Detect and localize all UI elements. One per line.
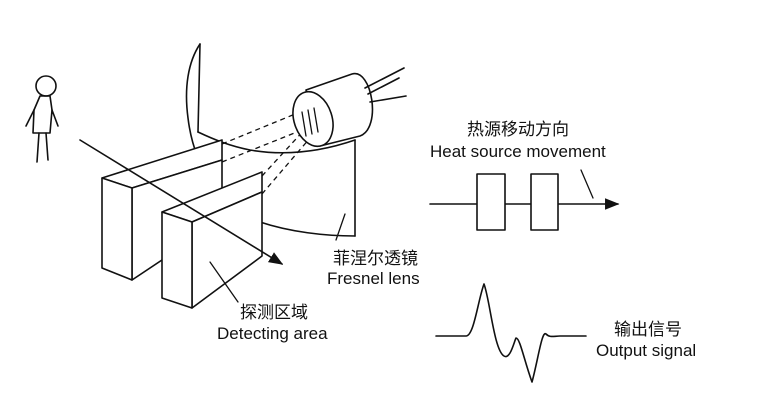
sensor-elements: [301, 107, 319, 137]
detecting-label-cn: 探测区域: [240, 303, 308, 323]
detecting-label-en: Detecting area: [217, 324, 328, 343]
sensor-lead-2: [367, 77, 400, 95]
heat-source-leader-line: [580, 169, 594, 199]
person-right-arm: [51, 109, 59, 127]
heat-source-label-en: Heat source movement: [430, 142, 606, 161]
lens-sheet-inner-curve: [197, 131, 356, 154]
sensor-lead-3: [369, 95, 407, 103]
person-movement-arrow: [79, 139, 284, 265]
heat-source-panel: [429, 169, 620, 231]
heat-source-box-2: [530, 173, 559, 231]
sensor-face: [292, 90, 334, 148]
person-right-leg: [45, 132, 49, 161]
person-left-leg: [36, 132, 40, 163]
person-head: [35, 75, 57, 97]
fresnel-leader-line: [335, 213, 346, 241]
detection-beams: [221, 111, 311, 195]
person-left-arm: [25, 109, 35, 127]
heat-source-box-1: [476, 173, 506, 231]
heat-source-label-cn: 热源移动方向: [467, 120, 569, 140]
person-figure: [25, 75, 59, 163]
fresnel-label-cn: 菲涅尔透镜: [333, 249, 418, 269]
output-signal-waveform: [435, 283, 587, 383]
detecting-leader-line: [209, 261, 239, 303]
output-label-en: Output signal: [596, 341, 696, 360]
person-body: [32, 95, 53, 134]
sensor-lead-1: [364, 67, 405, 89]
output-label-cn: 输出信号: [614, 320, 682, 340]
pir-sensor: [292, 67, 407, 148]
detecting-zone-front: [161, 171, 263, 309]
lens-sheet-left-edge: [197, 43, 201, 133]
fresnel-label-en: Fresnel lens: [327, 269, 420, 288]
